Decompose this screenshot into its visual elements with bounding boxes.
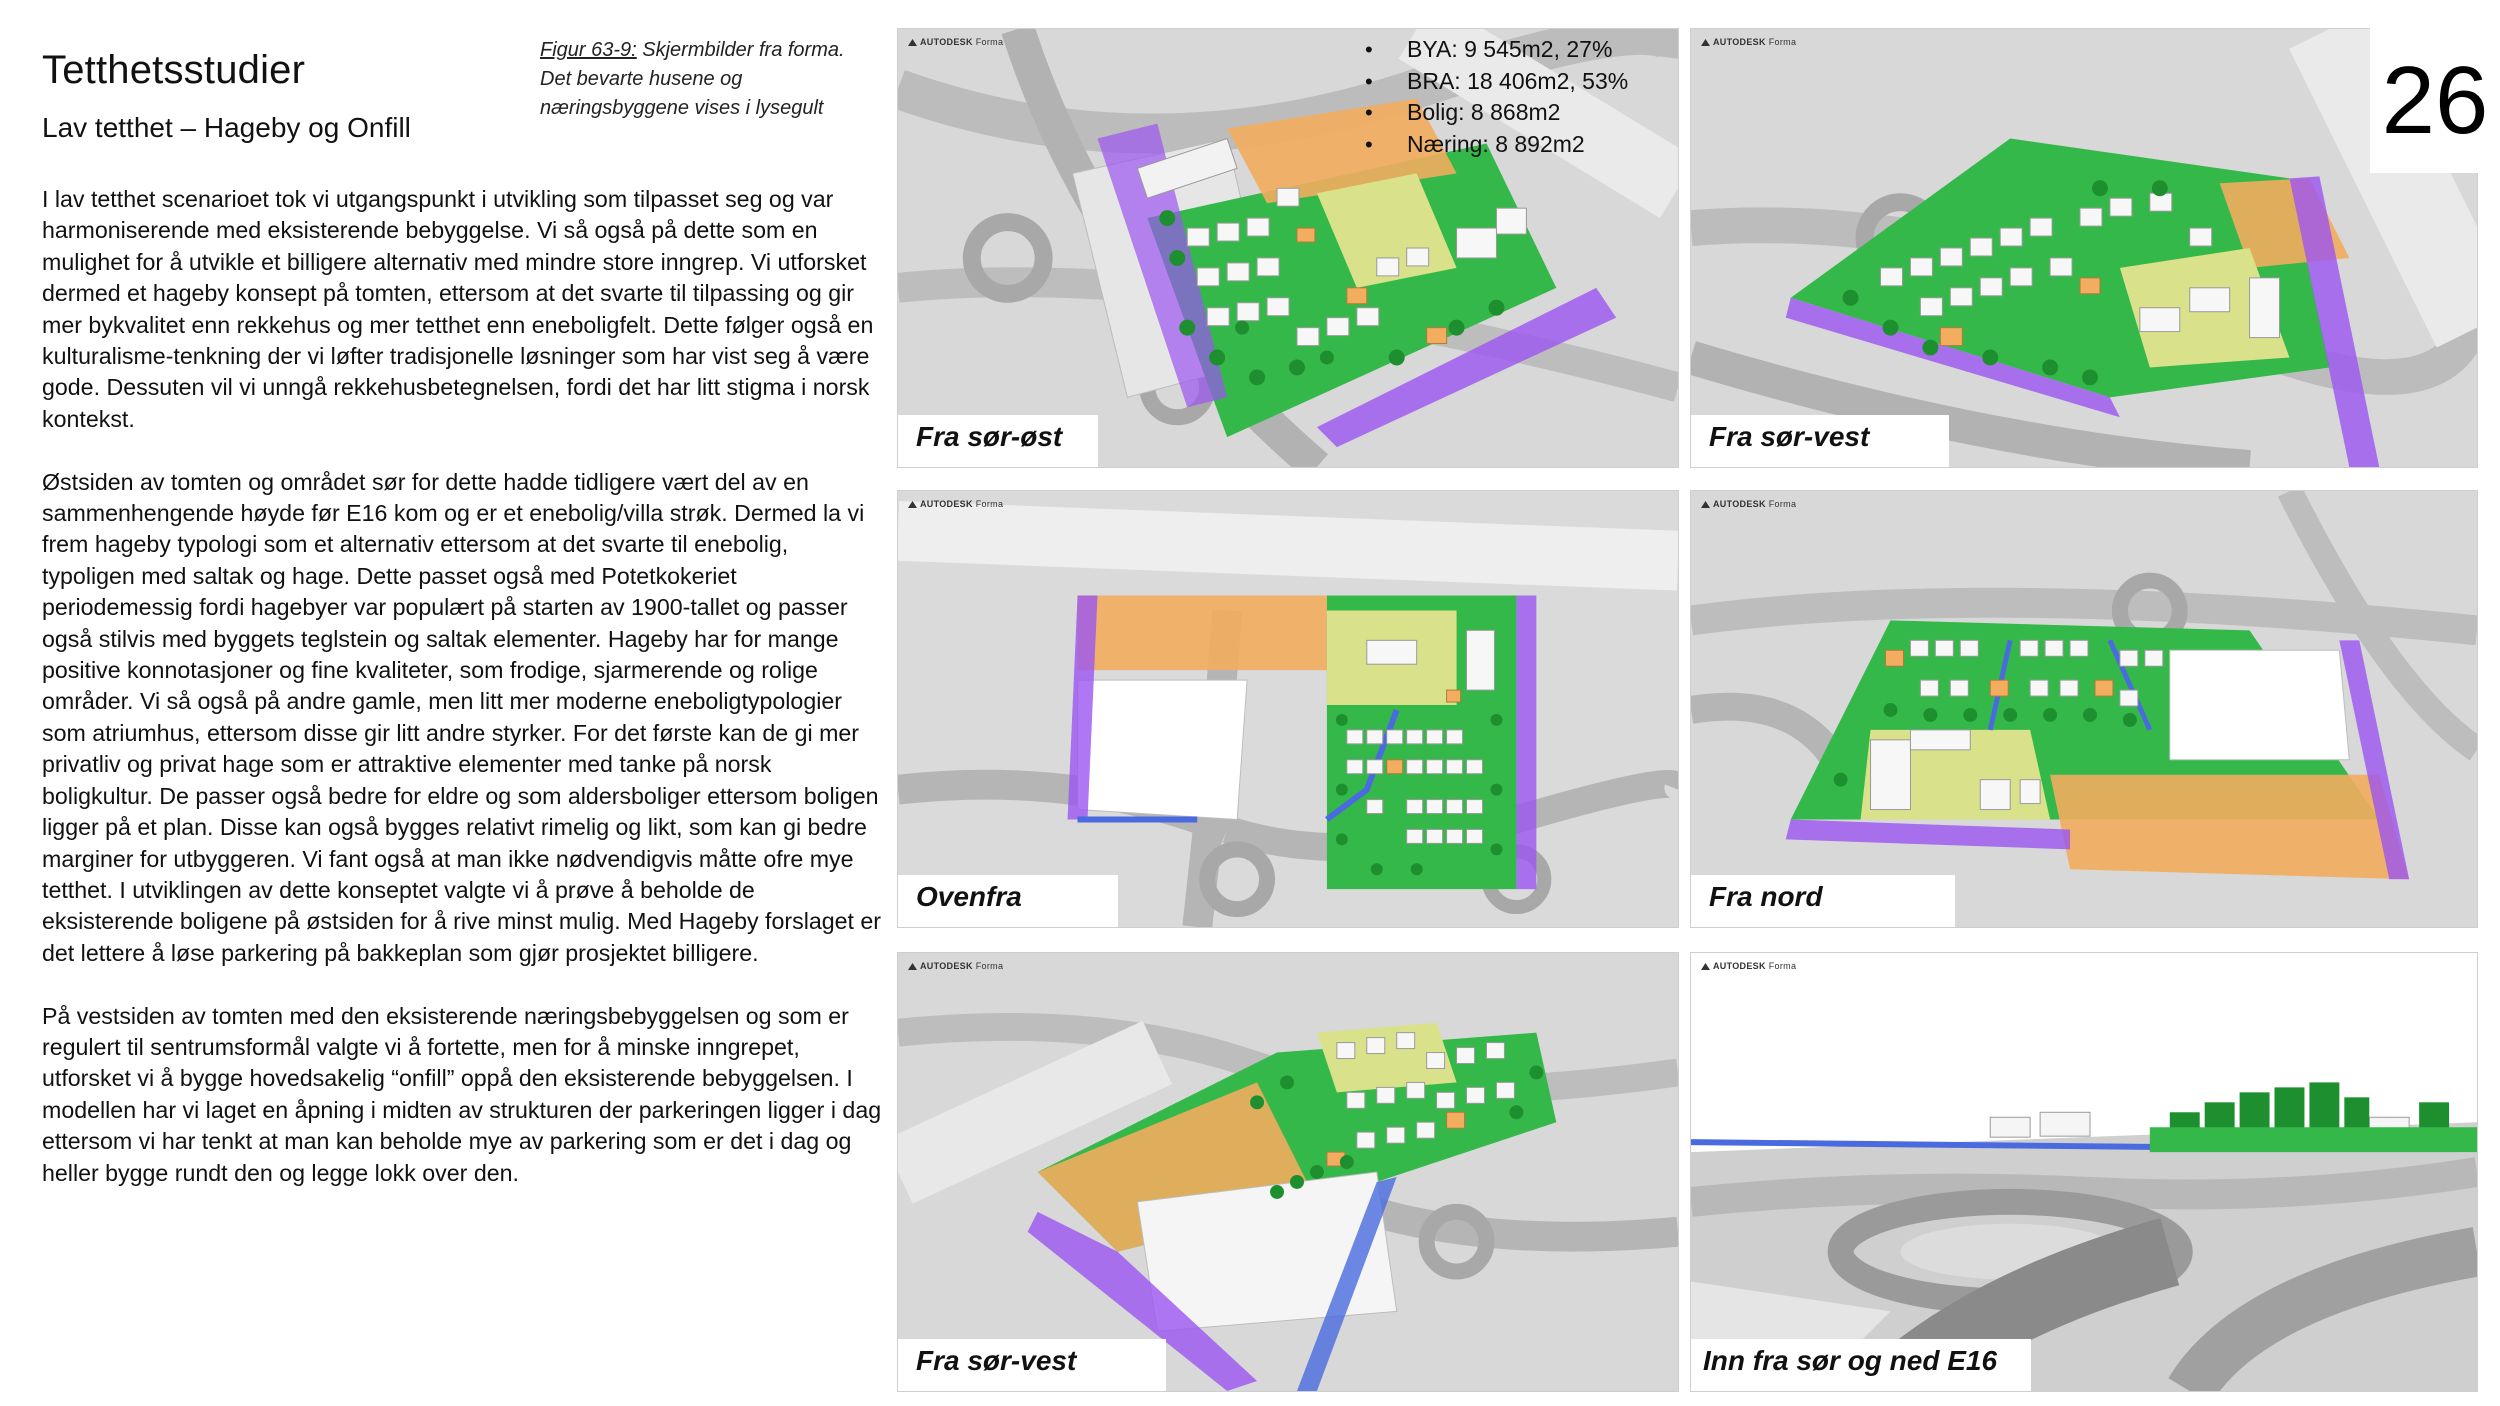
- autodesk-logo-icon: [908, 963, 917, 970]
- figure-reference: Figur 63-9:: [540, 39, 637, 61]
- view-label-ovenfra: Ovenfra: [898, 875, 1118, 927]
- autodesk-logo-icon: [1701, 963, 1710, 970]
- autodesk-logo-icon: [908, 501, 917, 508]
- autodesk-logo-icon: [1701, 39, 1710, 46]
- scene-fra-nord: [1691, 491, 2477, 927]
- view-label-fra-sor-vest-1: Fra sør-vest: [1691, 415, 1949, 467]
- view-label-inn-fra-sor-e16: Inn fra sør og ned E16: [1691, 1339, 2031, 1391]
- autodesk-logo-icon: [908, 39, 917, 46]
- scene-inn-fra-sor-e16: [1691, 953, 2477, 1391]
- stat-naering: Næring: 8 892m2: [1345, 129, 1628, 161]
- body-text: I lav tetthet scenarioet tok vi utgangsp…: [42, 184, 882, 1220]
- view-label-fra-sor-ost: Fra sør-øst: [898, 415, 1098, 467]
- page-number: 26: [2370, 28, 2500, 173]
- scene-fra-sor-vest-2: [898, 953, 1678, 1391]
- page-title: Tetthetsstudier: [42, 48, 306, 92]
- view-label-fra-sor-vest-2: Fra sør-vest: [898, 1339, 1166, 1391]
- stat-bya: BYA: 9 545m2, 27%: [1345, 34, 1628, 66]
- page-subtitle: Lav tetthet – Hageby og Onfill: [42, 112, 411, 143]
- scene-ovenfra: [898, 491, 1678, 927]
- scene-fra-sor-vest-1: [1691, 29, 2477, 467]
- stat-bra: BRA: 18 406m2, 53%: [1345, 66, 1628, 98]
- stat-bolig: Bolig: 8 868m2: [1345, 97, 1628, 129]
- view-label-fra-nord: Fra nord: [1691, 875, 1955, 927]
- body-paragraph-2: Østsiden av tomten og området sør for de…: [42, 468, 882, 966]
- body-paragraph-1: I lav tetthet scenarioet tok vi utgangsp…: [42, 186, 874, 432]
- autodesk-logo-icon: [1701, 501, 1710, 508]
- density-stats-list: BYA: 9 545m2, 27% BRA: 18 406m2, 53% Bol…: [1345, 34, 1628, 160]
- figure-caption: Figur 63-9: Skjermbilder fra forma. Det …: [540, 36, 880, 123]
- body-paragraph-3: På vestsiden av tomten med den eksistere…: [42, 1002, 882, 1186]
- figure-caption-text: Skjermbilder fra forma. Det bevarte huse…: [540, 39, 845, 119]
